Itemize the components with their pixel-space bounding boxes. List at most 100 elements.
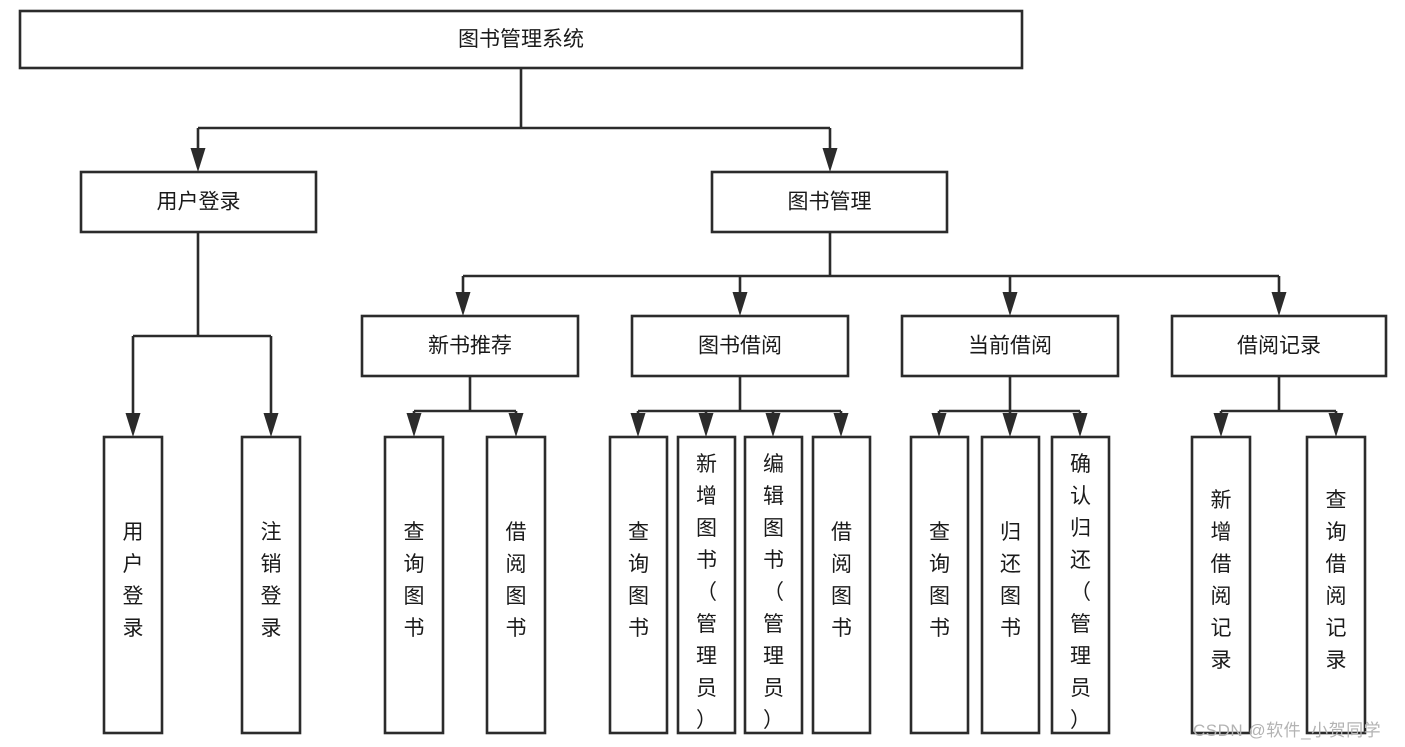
node-leaf-8-label-char: 查	[929, 521, 950, 544]
node-level2-1[interactable]: 图书借阅	[630, 314, 850, 378]
node-leaf-8-label-char: 书	[929, 617, 950, 640]
node-leaf-10-label-char: 归	[1070, 517, 1091, 540]
node-leaf-10-label-char: 还	[1070, 549, 1091, 572]
node-leaf-2-box[interactable]	[383, 435, 445, 735]
node-leaf-2-label-char: 询	[404, 553, 425, 576]
node-leaf-6-box[interactable]	[743, 435, 804, 735]
node-leaf-3-box[interactable]	[485, 435, 547, 735]
node-leaf-4-label-char: 书	[628, 617, 649, 640]
node-leaf-3-label-char: 借	[506, 521, 527, 544]
node-level2-1-label: 图书借阅	[698, 335, 782, 358]
connector-group	[406, 376, 524, 437]
node-leaf-9-label-char: 归	[1000, 521, 1021, 544]
node-leaf-7-label-char: 阅	[831, 553, 852, 576]
arrowhead-icon	[125, 413, 141, 437]
arrowhead-icon	[1002, 413, 1018, 437]
node-level2-2[interactable]: 当前借阅	[900, 314, 1120, 378]
node-leaf-10-label-char: ）	[1070, 709, 1091, 732]
node-level2-0-box[interactable]	[360, 314, 580, 378]
node-leaf-10-label-char: 员	[1070, 677, 1091, 700]
node-leaf-10-label-char: 管	[1070, 613, 1091, 636]
node-leaf-5-box[interactable]	[676, 435, 737, 735]
node-leaf-11-box[interactable]	[1190, 435, 1252, 735]
node-leaf-10-label-char: 确	[1070, 453, 1091, 476]
node-level2-3[interactable]: 借阅记录	[1170, 314, 1388, 378]
node-leaf-5-label-char: 新	[696, 453, 717, 476]
node-level2-2-box[interactable]	[900, 314, 1120, 378]
node-leaf-3-label-char: 图	[506, 585, 527, 608]
node-leaf-5-label-char: 图	[696, 517, 717, 540]
node-level1-0[interactable]: 用户登录	[79, 170, 318, 234]
node-leaf-6-label-char: （	[763, 581, 784, 604]
node-leaf-4-label-char: 询	[628, 553, 649, 576]
arrowhead-icon	[508, 413, 524, 437]
node-root-box[interactable]	[18, 9, 1024, 70]
node-leaf-1-box[interactable]	[240, 435, 302, 735]
node-leaf-7-box[interactable]	[811, 435, 872, 735]
node-leaf-7-label-char: 借	[831, 521, 852, 544]
node-leaf-6-label-char: ）	[763, 709, 784, 732]
node-root[interactable]: 图书管理系统	[18, 9, 1024, 70]
node-leaf-10-box[interactable]	[1050, 435, 1111, 735]
node-level1-1-box[interactable]	[710, 170, 949, 234]
node-leaf-8-box[interactable]	[909, 435, 970, 735]
node-leaf-1-label-char: 录	[261, 617, 282, 640]
arrowhead-icon	[931, 413, 947, 437]
node-leaf-0-box[interactable]	[102, 435, 164, 735]
connectors-layer	[125, 68, 1344, 437]
node-leaf-6-label-char: 管	[763, 613, 784, 636]
node-leaf-1-label-char: 销	[261, 553, 282, 576]
node-level1-1[interactable]: 图书管理	[710, 170, 949, 234]
node-level2-1-box[interactable]	[630, 314, 850, 378]
connector-group	[125, 232, 279, 437]
node-leaf-0-label-char: 登	[123, 585, 144, 608]
node-leaf-1-label-char: 登	[261, 585, 282, 608]
node-leaf-3-label-char: 书	[506, 617, 527, 640]
node-level2-0-label: 新书推荐	[428, 335, 512, 358]
node-leaf-2-label-char: 图	[404, 585, 425, 608]
node-leaf-5-label-char: ）	[696, 709, 717, 732]
node-level1-0-label: 用户登录	[157, 191, 241, 214]
node-leaf-11-label-char: 阅	[1211, 585, 1232, 608]
node-leaf-6-label-char: 员	[763, 677, 784, 700]
arrowhead-icon	[1213, 413, 1229, 437]
node-leaf-11-label-char: 新	[1211, 489, 1232, 512]
node-leaf-6-label-char: 辑	[763, 485, 784, 508]
node-leaf-6-label-char: 编	[763, 453, 784, 476]
node-leaf-8-label-char: 询	[929, 553, 950, 576]
arrowhead-icon	[698, 413, 714, 437]
node-leaf-0-label-char: 用	[123, 521, 144, 544]
arrowhead-icon	[263, 413, 279, 437]
node-leaf-7-label-char: 书	[831, 617, 852, 640]
node-level1-0-box[interactable]	[79, 170, 318, 234]
node-leaf-9-box[interactable]	[980, 435, 1041, 735]
arrowhead-icon	[455, 292, 471, 316]
node-leaf-11-label-char: 记	[1211, 617, 1232, 640]
node-leaf-12-label-char: 记	[1326, 617, 1347, 640]
node-leaf-2-label-char: 书	[404, 617, 425, 640]
node-leaf-11-label-char: 借	[1211, 553, 1232, 576]
node-level2-3-box[interactable]	[1170, 314, 1388, 378]
connector-group	[1213, 376, 1344, 437]
node-leaf-0[interactable]: 用户登录	[102, 435, 164, 735]
connector-group	[190, 68, 838, 172]
node-leaf-12-box[interactable]	[1305, 435, 1367, 735]
node-leaf-10-label-char: 理	[1070, 645, 1091, 668]
node-level2-0[interactable]: 新书推荐	[360, 314, 580, 378]
node-leaf-4-box[interactable]	[608, 435, 669, 735]
nodes-layer: 图书管理系统用户登录图书管理新书推荐图书借阅当前借阅借阅记录用户登录注销登录查询…	[18, 9, 1388, 735]
connector-group	[455, 232, 1287, 316]
connector-group	[630, 376, 849, 437]
